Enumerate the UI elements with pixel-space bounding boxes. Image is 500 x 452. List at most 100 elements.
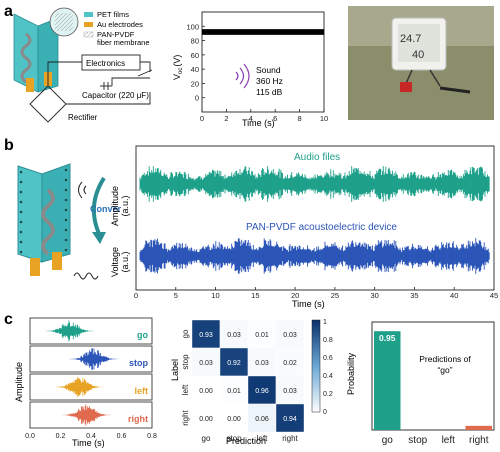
colorbar-tick-label: 0.8 [323,337,333,344]
hygrometer-humidity: 40 [412,49,424,61]
panel-letter-b: b [4,137,14,154]
b-plot-frame [135,145,495,291]
voc-ytick-label: 40 [191,65,199,74]
conf-cell-label: 0.00 [227,416,241,423]
b-ylabel-top-2: (a.u.) [120,195,130,216]
conf-cell-label: 0.06 [255,416,269,423]
voc-ytick-label: 0 [195,94,199,103]
c-xtick-label: 0.0 [25,433,35,440]
device-waveform [139,238,490,274]
c-xlabel: Time (s) [72,438,105,448]
voc-ytick-label: 20 [191,79,199,88]
word-label-left: left [135,386,149,396]
conf-cell [191,319,221,349]
colorbar-tick-label: 0.6 [323,355,333,362]
word-wave-right [61,404,111,426]
conf-cell-label: 0.96 [255,388,269,395]
sketch-dot [64,218,68,222]
panel-letter-a: a [4,3,13,20]
b-xtick-label: 20 [291,291,299,300]
conf-cell-label: 0.01 [255,332,269,339]
sketch-dot [19,220,23,224]
legend-pet: PET films [97,10,129,19]
device-sketch-a [13,7,79,93]
conf-ylabel: Label [170,359,180,381]
b-ylabel-bottom-1: Voltage [110,247,120,277]
conf-cell [191,347,221,377]
circuit-diagram [29,54,153,123]
sketch-dot [64,208,68,212]
conf-cell-label: 0.02 [283,360,297,367]
voc-annotation-1: Sound [256,65,281,75]
prob-xtick-label: right [469,435,489,446]
sound-icon [235,63,250,89]
sketch-dot [19,190,23,194]
rectifier-label: Rectifier [68,113,98,122]
word-wave-go [45,320,94,342]
device-sketch-b [17,163,99,280]
prob-xtick-label: left [442,435,456,446]
prob-xtick-label: stop [408,435,427,446]
prob-bar-right [465,425,492,430]
b-xtick-label: 10 [211,291,219,300]
voc-ytick-label: 80 [191,37,199,46]
word-label-go: go [137,330,148,340]
voc-xtick-label: 2 [224,114,228,123]
conf-xlabel: Prediction [226,436,266,446]
b-xtick-label: 0 [134,291,138,300]
conf-cell [191,403,221,433]
hygrometer-temp: 24.7 [400,33,421,45]
word-label-stop: stop [129,358,149,368]
conf-cell [275,319,305,349]
voc-annotation-3: 115 dB [256,87,283,97]
prob-ylabel: Probability [346,352,356,395]
voc-ytick-label: 100 [186,22,199,31]
c-xtick-label: 0.4 [86,433,96,440]
legend-fiber: fiber membrane [97,38,150,47]
conf-cell [275,347,305,377]
conf-ytick-label: stop [181,354,190,370]
conf-cell-label: 0.94 [283,416,297,423]
panel-letter-c: c [4,311,13,328]
audio-waveform-path [139,166,490,202]
voc-ylabel: Voc(V) [172,55,184,80]
sketch-dot [19,200,23,204]
sketch-dot [19,210,23,214]
conf-cell [247,375,277,405]
conf-cell-label: 0.00 [199,388,213,395]
sketch-dot [64,198,68,202]
legend-panpvdf: PAN-PVDF [97,30,135,39]
conf-cell [247,403,277,433]
b-xtick-label: 40 [450,291,458,300]
prob-title-2: “go” [437,365,452,375]
conf-cell-label: 0.01 [227,388,241,395]
audio-waveform [139,166,490,202]
conf-ytick-label: right [181,409,190,425]
colorbar-tick-label: 1 [323,319,327,326]
conf-cell [219,319,249,349]
prob-title-1: Predictions of [419,354,471,364]
b-xtick-label: 15 [251,291,259,300]
sketch-dot [64,248,68,252]
voc-xtick-label: 4 [249,114,253,123]
sketch-dot [64,168,68,172]
sketch-dot [64,188,68,192]
convert-arrow [92,176,106,244]
conf-cell [247,347,277,377]
sound-wave-icon [78,181,87,199]
b-xtick-label: 45 [490,291,498,300]
conf-xtick-label: left [257,434,268,443]
conf-cell [247,319,277,349]
conf-cell [219,347,249,377]
conf-xtick-label: stop [226,434,242,443]
conf-cell [275,375,305,405]
sketch-dot [19,240,23,244]
word-wave-left [55,376,104,398]
c-ylabel: Amplitude [14,362,24,402]
conf-cell-label: 0.03 [283,332,297,339]
sketch-dot [19,180,23,184]
legend-a: PET films Au electrodes PAN-PVDF fiber m… [83,10,150,47]
sketch-dot [64,178,68,182]
b-xtick-label: 25 [331,291,339,300]
